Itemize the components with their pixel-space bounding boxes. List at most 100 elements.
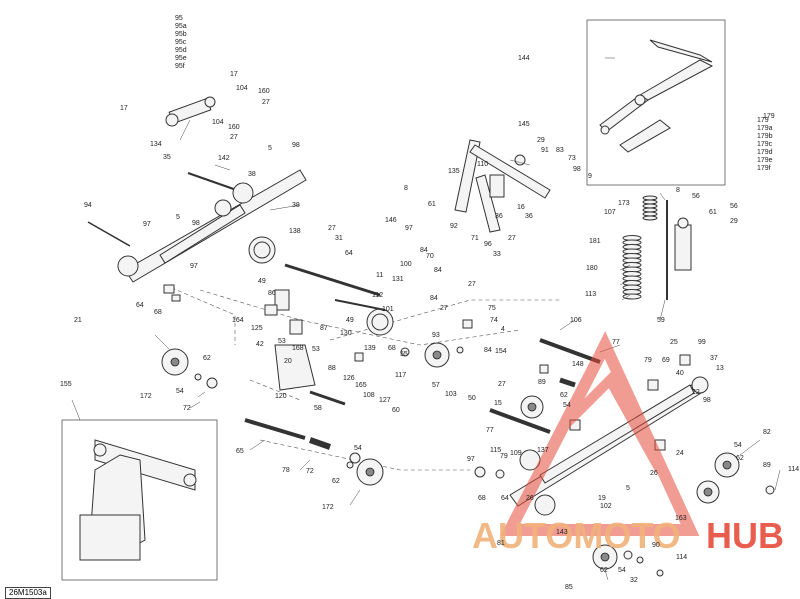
callout-146: 146 [385, 217, 397, 224]
callout-29b: 29 [730, 218, 738, 225]
callout-104a: 104 [236, 85, 248, 92]
callout-131: 131 [392, 276, 404, 283]
callout-11: 11 [376, 272, 383, 279]
callout-55: 55 [400, 351, 408, 358]
hardware [163, 284, 775, 577]
callout-145: 145 [518, 121, 530, 128]
callout-5a: 5 [268, 145, 272, 152]
rear-arm-inset [599, 39, 714, 153]
callout-20: 20 [284, 358, 292, 365]
callout-120: 120 [275, 393, 287, 400]
callout-88: 88 [328, 365, 336, 372]
stack-label: 95d [175, 47, 187, 54]
callout-99: 99 [698, 339, 706, 346]
callout-19: 19 [598, 495, 606, 502]
callout-98c: 98 [573, 166, 581, 173]
callout-93: 93 [432, 332, 440, 339]
rear-arm-center [274, 289, 316, 391]
watermark-logo [500, 331, 700, 536]
callout-26b: 26 [650, 470, 658, 477]
callout-106: 106 [570, 317, 582, 324]
callout-24: 24 [676, 450, 684, 457]
idler-wheel-89 [520, 395, 544, 419]
callout-25: 25 [670, 339, 678, 346]
callout-77b: 77 [486, 427, 494, 434]
callout-50: 50 [468, 395, 476, 402]
callout-54a: 54 [176, 388, 184, 395]
callout-104b: 104 [212, 119, 224, 126]
watermark-text-2: HUB [706, 515, 784, 556]
watermark-text-1: AUTOMOTO [472, 515, 681, 556]
callout-125: 125 [251, 325, 263, 332]
callout-98b: 98 [192, 220, 200, 227]
front-arm [454, 139, 551, 233]
callout-21: 21 [74, 317, 82, 324]
callout-72a: 72 [183, 405, 191, 412]
callout-27a: 27 [262, 99, 270, 106]
callout-94: 94 [84, 202, 92, 209]
callout-54d: 54 [734, 442, 742, 449]
callout-84b: 84 [430, 295, 438, 302]
callout-115: 115 [490, 447, 501, 454]
callout-72b: 72 [306, 468, 314, 475]
callout-97b: 97 [190, 263, 198, 270]
callout-38a: 38 [248, 171, 256, 178]
callout-35: 35 [163, 154, 171, 161]
callout-112: 112 [372, 292, 383, 299]
callout-143: 143 [556, 529, 568, 536]
callout-62a: 62 [203, 355, 211, 362]
callout-40: 40 [676, 370, 684, 377]
idler-wheel-rear [696, 480, 720, 504]
callout-68a: 68 [154, 309, 162, 316]
callout-91: 91 [541, 147, 549, 154]
stack-label: 179a [757, 125, 773, 132]
callout-89a: 89 [538, 379, 546, 386]
callout-126: 126 [343, 375, 355, 382]
callout-54e: 54 [618, 567, 626, 574]
callout-62b: 62 [332, 478, 340, 485]
callout-103: 103 [445, 391, 457, 398]
callout-135: 135 [448, 168, 460, 175]
callout-173: 173 [618, 200, 630, 207]
callout-62e: 62 [600, 567, 608, 574]
callout-49b: 49 [346, 317, 354, 324]
callout-139: 139 [364, 345, 376, 352]
callout-54b: 54 [354, 445, 362, 452]
callout-65: 65 [236, 448, 244, 455]
callout-85: 85 [565, 584, 573, 591]
coil-spring [622, 195, 658, 300]
callout-92: 92 [450, 223, 458, 230]
callout-165: 165 [355, 382, 367, 389]
torsion-spring-138 [248, 236, 276, 264]
callout-110: 110 [477, 161, 488, 168]
callout-27d: 27 [328, 225, 336, 232]
stack-label: 179b [757, 133, 773, 140]
callout-90: 90 [652, 542, 660, 549]
callout-96: 96 [484, 241, 492, 248]
callout-31: 31 [335, 235, 343, 242]
callout-172a: 172 [140, 393, 152, 400]
callout-144: 144 [518, 55, 530, 62]
stack-label: 95b [175, 31, 187, 38]
stack-label: 95e [175, 55, 187, 62]
stack-label: 95a [175, 23, 187, 30]
callout-60: 60 [392, 407, 400, 414]
callout-56b: 56 [730, 203, 738, 210]
callout-15: 15 [494, 400, 502, 407]
inset-frame-144 [586, 19, 726, 186]
callout-97c: 97 [405, 225, 413, 232]
callout-53b: 53 [312, 346, 320, 353]
stack-label: 179c [757, 141, 773, 148]
callout-97a: 97 [143, 221, 151, 228]
callout-27f: 27 [468, 281, 476, 288]
callout-42: 42 [256, 341, 264, 348]
callout-155: 155 [60, 381, 72, 388]
callout-8b: 8 [676, 187, 680, 194]
callout-17a: 17 [230, 71, 238, 78]
callout-101: 101 [382, 306, 394, 313]
rear-shock [666, 200, 692, 300]
callout-79a: 79 [644, 357, 652, 364]
callout-172b: 172 [322, 504, 334, 511]
